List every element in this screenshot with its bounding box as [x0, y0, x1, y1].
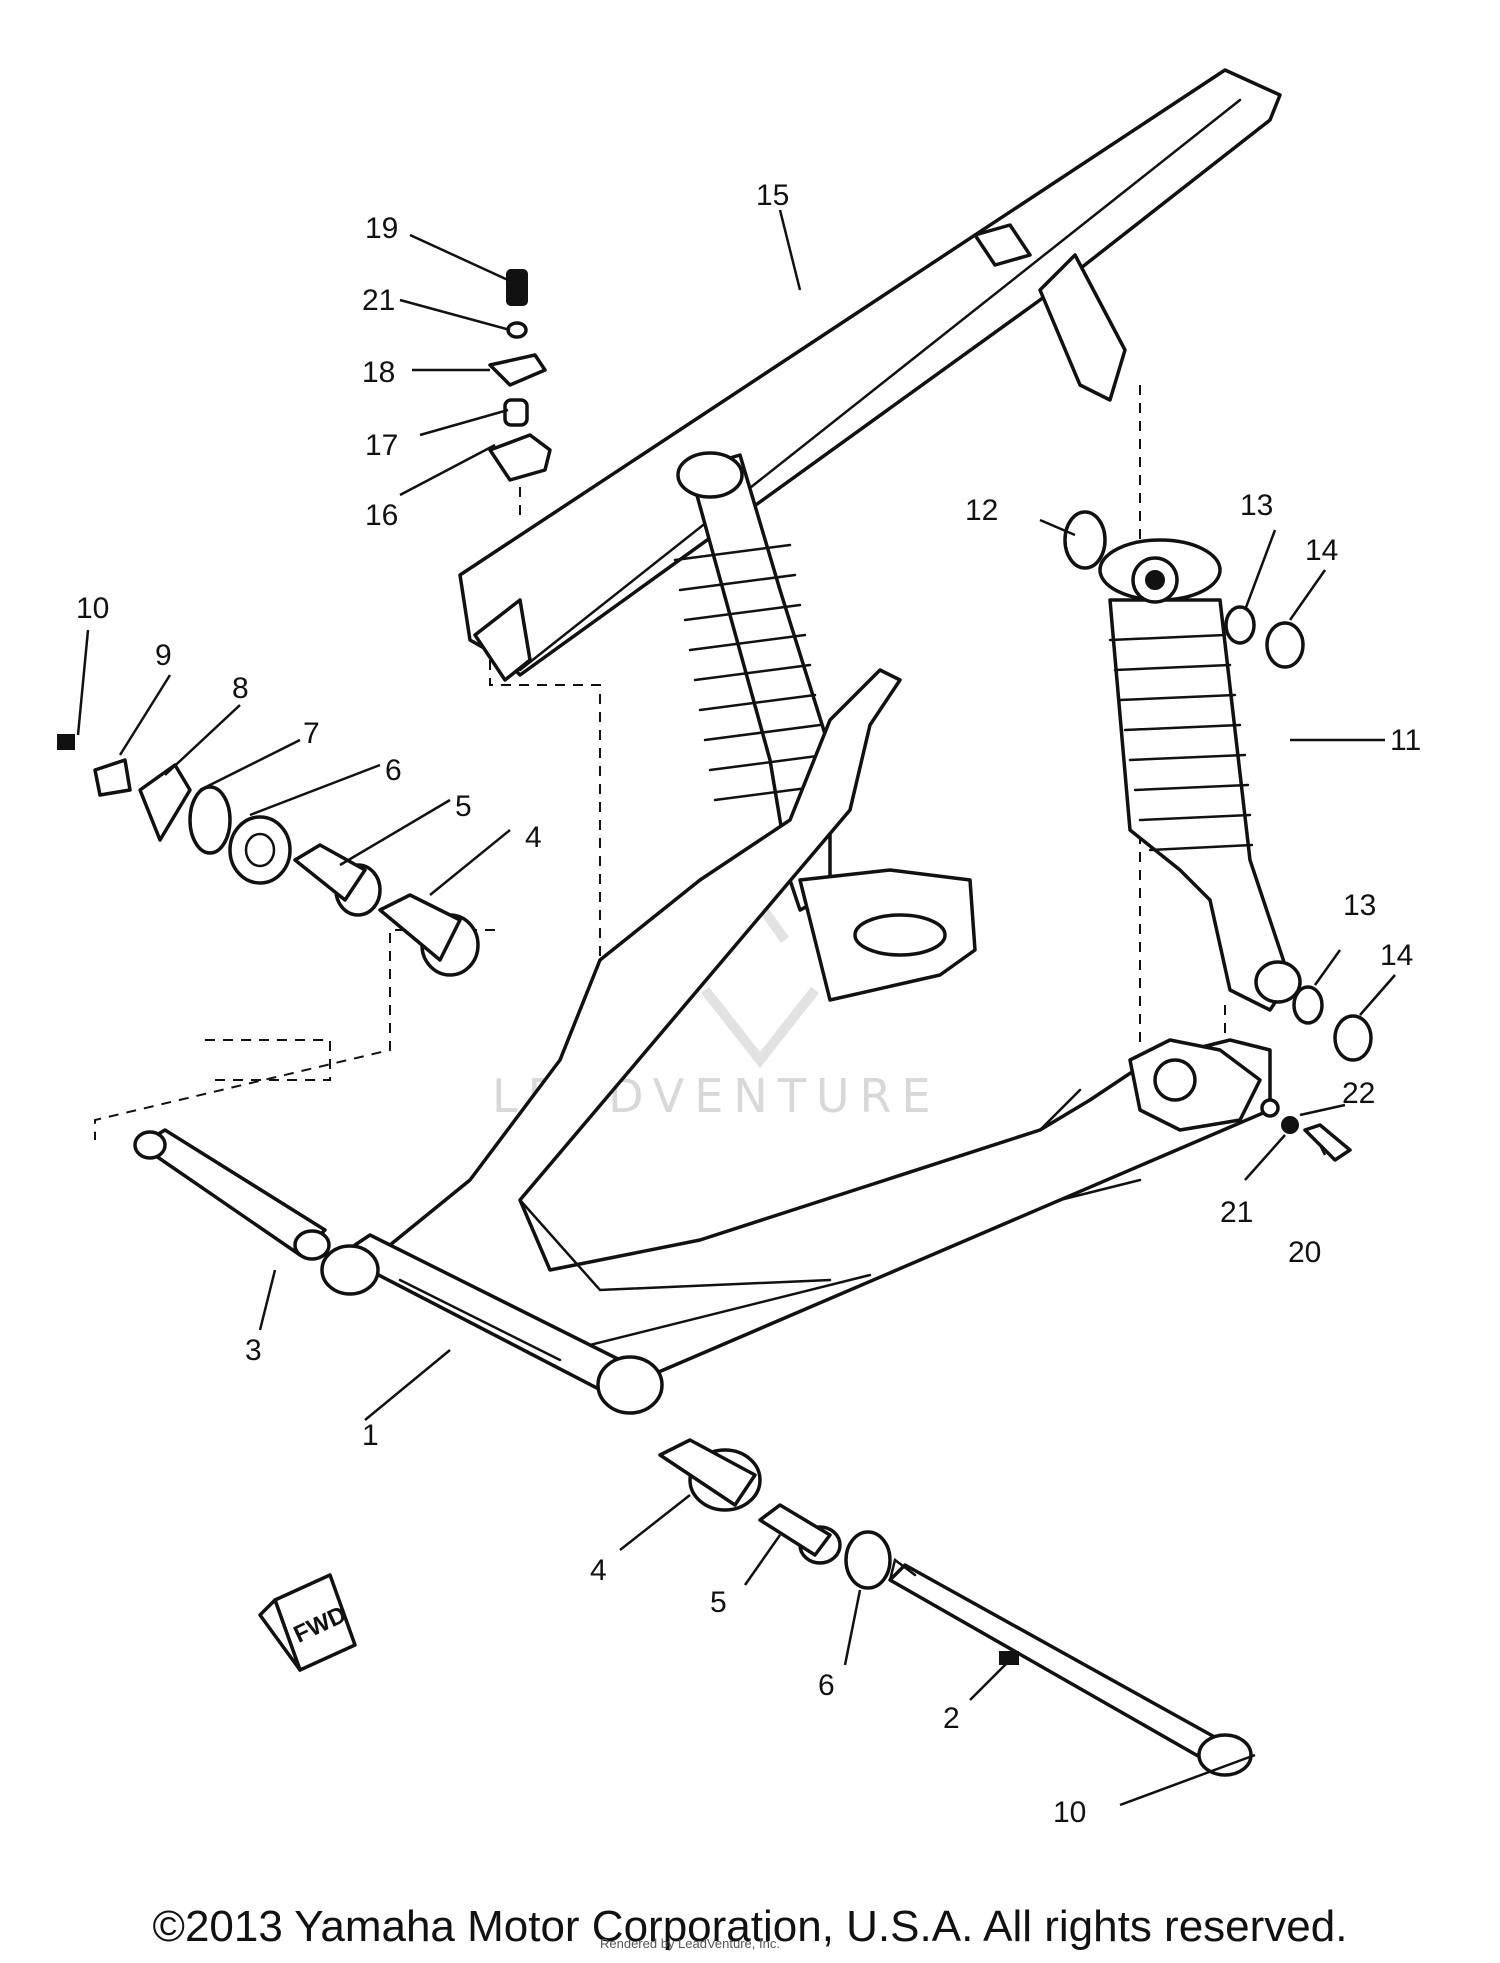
- callout-3: 3: [245, 1334, 262, 1367]
- right-pivot-parts: [658, 1438, 892, 1590]
- callout-16: 16: [365, 499, 398, 532]
- callout-10-top: 10: [76, 592, 109, 625]
- left-pivot-parts: [57, 734, 480, 977]
- callout-numbers: 1 2 3 4 4 5 5 6 6 7 8 9 10 10 11 12 13 1…: [76, 179, 1421, 1829]
- callout-17: 17: [365, 429, 398, 462]
- callout-2: 2: [943, 1702, 960, 1735]
- pivot-shaft: [133, 1128, 331, 1261]
- callout-14-top: 14: [1305, 534, 1338, 567]
- callout-15: 15: [756, 179, 789, 212]
- pivot-tube: [320, 1233, 664, 1415]
- callout-11: 11: [1390, 724, 1421, 757]
- callout-12: 12: [965, 494, 998, 527]
- fwd-direction-arrow: FWD: [258, 1573, 357, 1672]
- chain-case: [458, 68, 1282, 682]
- pivot-bolt: [888, 1557, 1253, 1777]
- lower-shock-bolt: [1260, 1098, 1352, 1162]
- shock-mount-hardware: [1063, 510, 1373, 1062]
- callout-7: 7: [303, 717, 320, 750]
- callout-13-top: 13: [1240, 489, 1273, 522]
- callout-4-right: 4: [590, 1554, 607, 1587]
- callout-4-left: 4: [525, 821, 542, 854]
- copyright-notice: ©2013 Yamaha Motor Corporation, U.S.A. A…: [152, 1902, 1348, 1951]
- callout-1: 1: [362, 1419, 379, 1452]
- callout-21-bottom: 21: [1220, 1196, 1253, 1229]
- callout-5-right: 5: [710, 1586, 727, 1619]
- callout-14-bottom: 14: [1380, 939, 1413, 972]
- callout-19: 19: [365, 212, 398, 245]
- chain-case-mount-hardware: [488, 269, 552, 482]
- swing-arm: [388, 668, 1272, 1382]
- callout-6-left: 6: [385, 754, 402, 787]
- callout-18: 18: [362, 356, 395, 389]
- shock-absorber: [1098, 538, 1302, 1012]
- callout-22: 22: [1342, 1077, 1375, 1110]
- callout-9: 9: [155, 639, 172, 672]
- render-credit: Rendered by LeadVenture, Inc.: [600, 1936, 780, 1951]
- callout-10-bottom: 10: [1053, 1796, 1086, 1829]
- callout-8: 8: [232, 672, 249, 705]
- callout-leaders: [76, 209, 1396, 1807]
- callout-6-right: 6: [818, 1669, 835, 1702]
- callout-20: 20: [1288, 1236, 1321, 1269]
- callout-21-top: 21: [362, 284, 395, 317]
- callout-13-bottom: 13: [1343, 889, 1376, 922]
- callout-5-left: 5: [455, 790, 472, 823]
- shock-absorber-rear: [673, 451, 832, 912]
